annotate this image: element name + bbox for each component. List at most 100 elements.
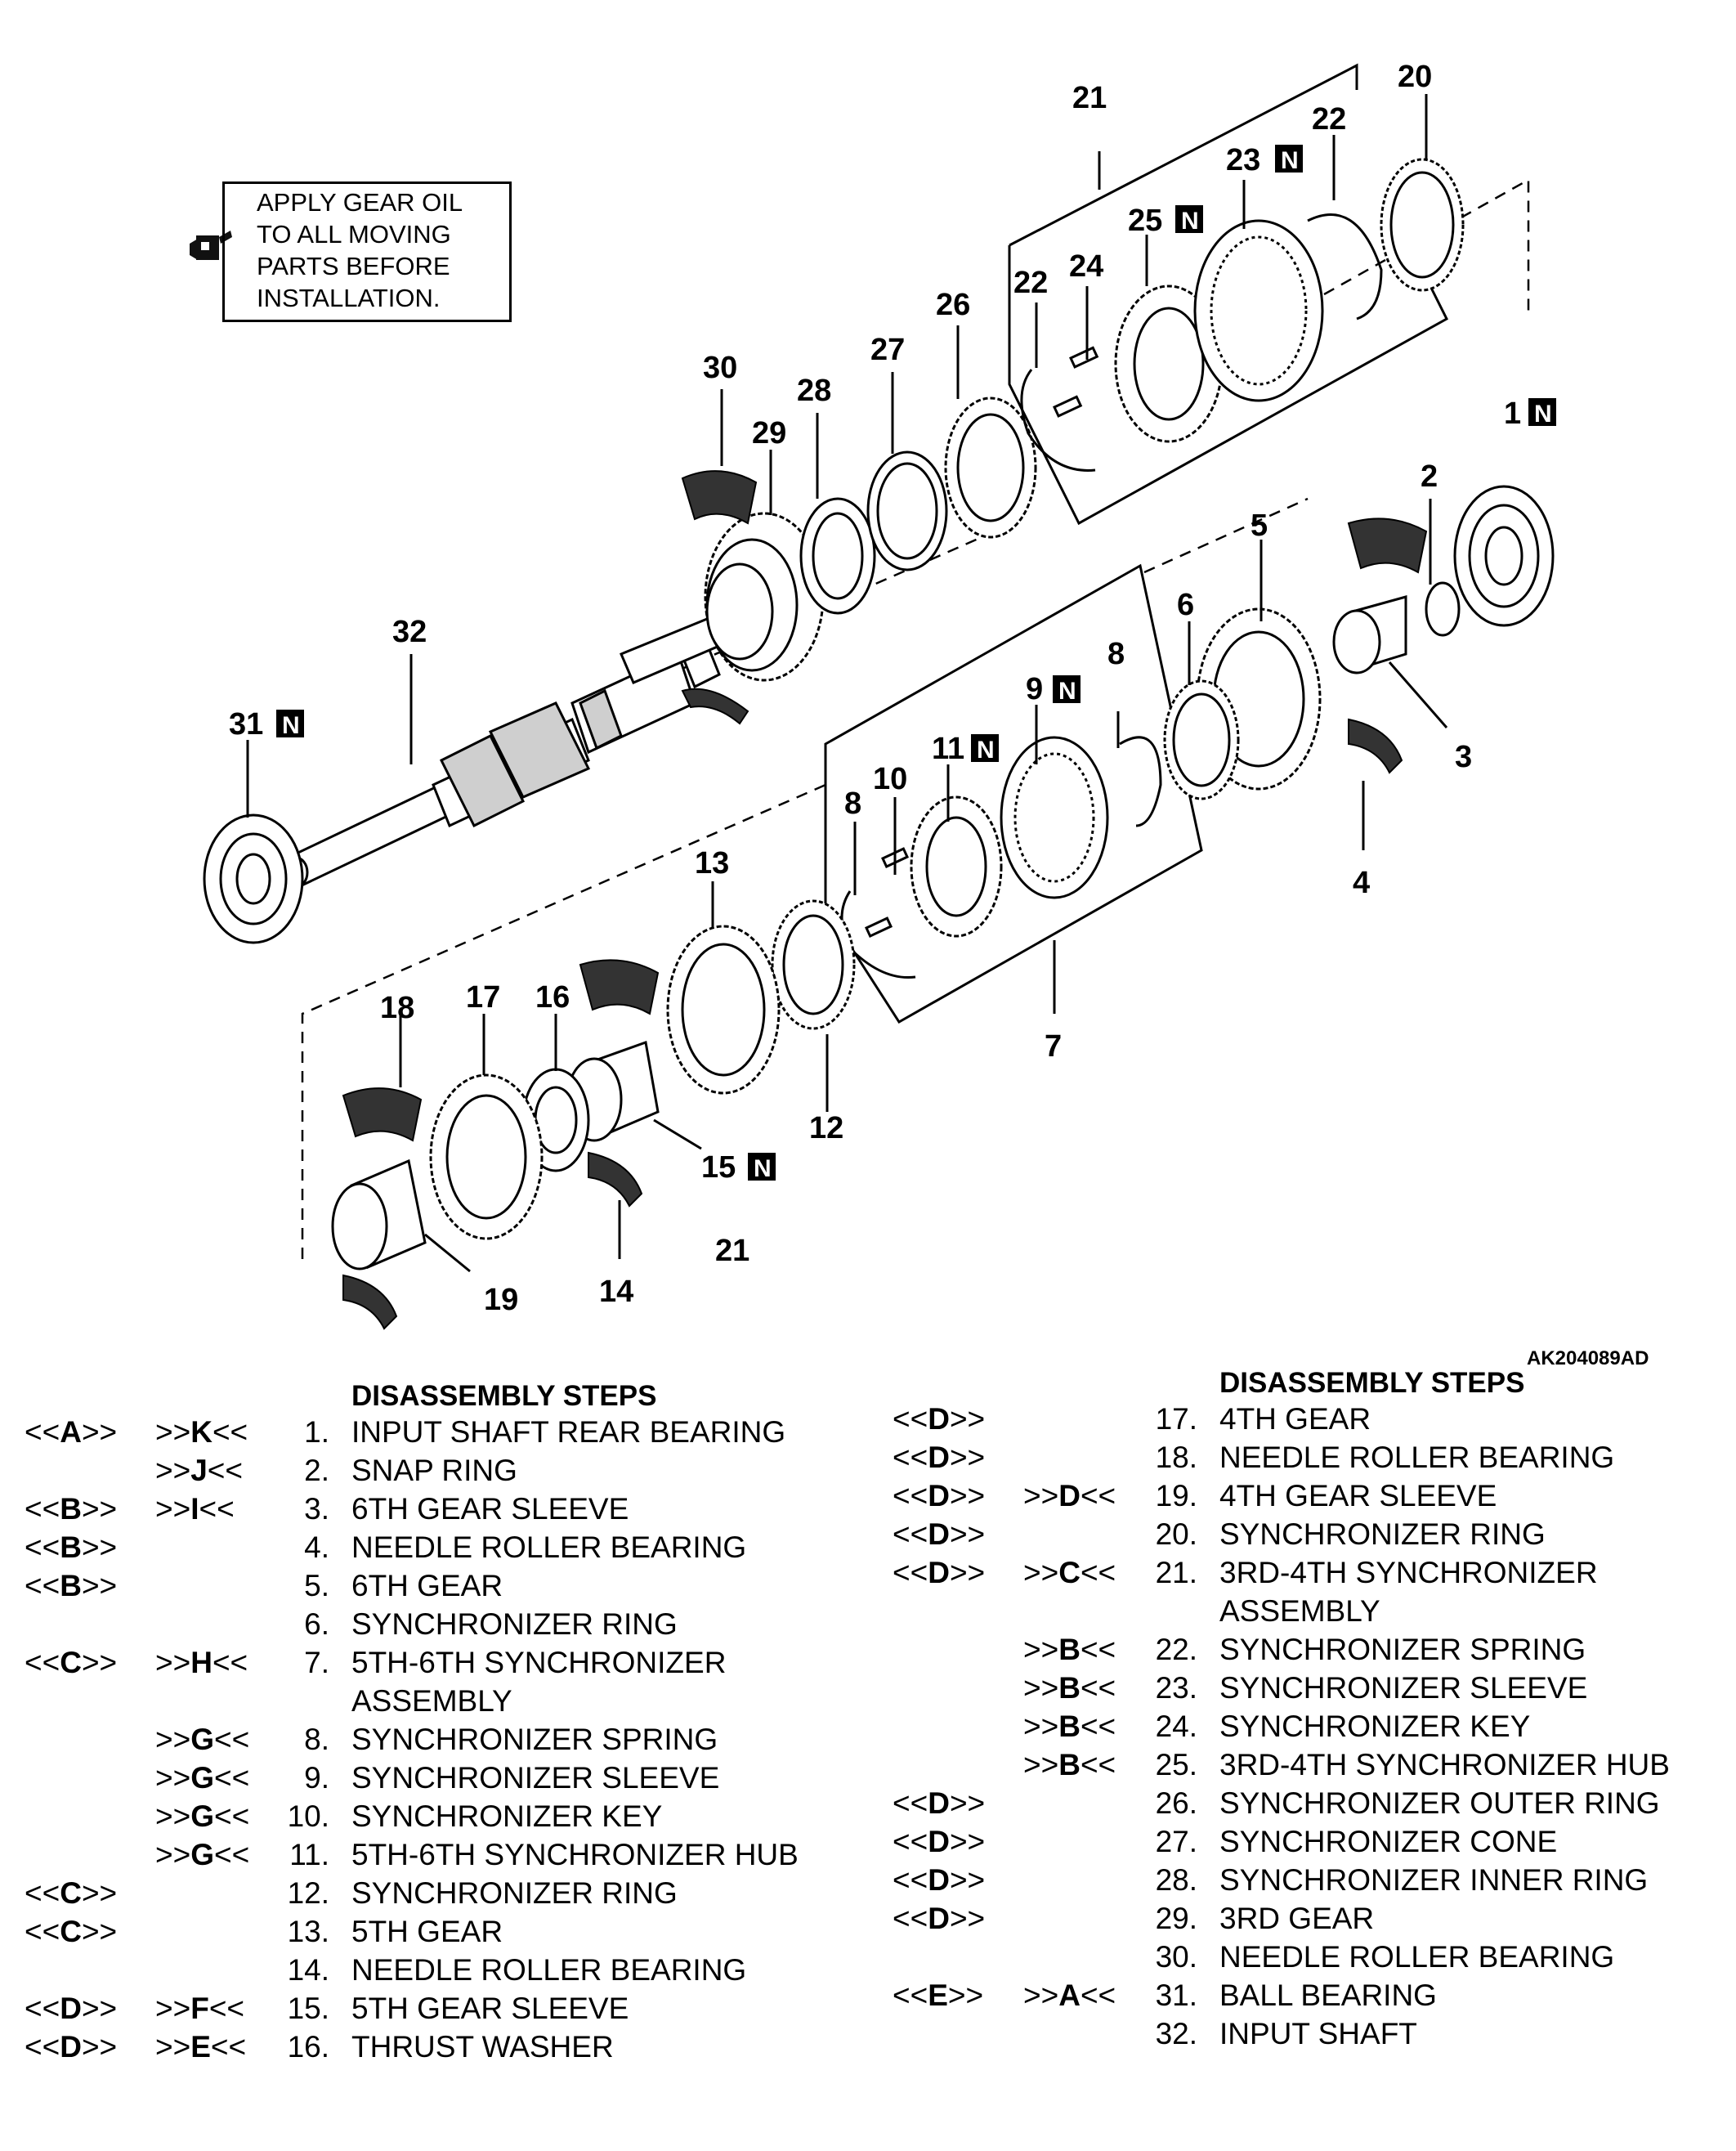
step-label: 5TH GEAR SLEEVE	[351, 1992, 629, 2025]
step-number: 14.	[287, 1953, 329, 1987]
callout-32: 32	[392, 615, 427, 649]
step-label: 3RD-4TH SYNCHRONIZER HUB	[1219, 1748, 1670, 1781]
step-row: >>J<<2.SNAP RING	[25, 1451, 875, 1490]
step-ref-a: <<B>>	[25, 1492, 118, 1526]
step-label: SYNCHRONIZER SLEEVE	[1219, 1671, 1588, 1705]
callout-23: 23	[1226, 143, 1260, 177]
step-ref-a: <<D>>	[893, 1479, 986, 1512]
step-ref-a: <<C>>	[25, 1915, 118, 1948]
step-label: THRUST WASHER	[351, 2030, 614, 2064]
oil-note-box	[222, 181, 512, 322]
callout-21b: 21	[715, 1234, 749, 1268]
fourth-gear-parts	[331, 1014, 702, 1273]
callout-23-badge: N	[1281, 147, 1299, 174]
figure-id: AK204089AD	[1527, 1347, 1649, 1369]
step-number: 30.	[1155, 1940, 1197, 1974]
step-number: 31.	[1155, 1978, 1197, 2012]
ball-bearing-31	[203, 740, 304, 944]
step-label: INPUT SHAFT	[1219, 2017, 1417, 2050]
callout-12: 12	[809, 1111, 843, 1145]
step-row: <<D>>28.SYNCHRONIZER INNER RING	[893, 1861, 1726, 1899]
step-number: 17.	[1155, 1402, 1197, 1436]
step-row: 32.INPUT SHAFT	[893, 2014, 1726, 2053]
step-label: SYNCHRONIZER SPRING	[1219, 1633, 1586, 1666]
step-number: 22.	[1155, 1633, 1197, 1666]
step-row: <<D>>>>D<<19.4TH GEAR SLEEVE	[893, 1477, 1726, 1515]
step-number: 16.	[287, 2030, 329, 2064]
steps-left-column: DISASSEMBLY STEPS <<A>>>>K<<1.INPUT SHAF…	[25, 1380, 875, 2066]
step-ref-b: >>I<<	[155, 1492, 235, 1526]
step-ref-a: <<D>>	[25, 2030, 118, 2064]
step-ref-a: <<D>>	[893, 1441, 986, 1474]
step-number: 6.	[304, 1607, 329, 1641]
step-number: 13.	[287, 1915, 329, 1948]
step-row: 30.NEEDLE ROLLER BEARING	[893, 1938, 1726, 1976]
assembly-7-outline	[824, 563, 1203, 1024]
step-number: 7.	[304, 1646, 329, 1679]
step-row: <<E>>>>A<<31.BALL BEARING	[893, 1976, 1726, 2014]
callout-13: 13	[695, 846, 729, 881]
step-label: 6TH GEAR	[351, 1569, 503, 1602]
step-ref-a: <<D>>	[25, 1992, 118, 2025]
callout-29: 29	[752, 416, 786, 450]
step-row: <<D>>>>C<<21.3RD-4TH SYNCHRONIZER ASSEMB…	[893, 1553, 1726, 1630]
step-label: 5TH-6TH SYNCHRONIZER HUB	[351, 1838, 799, 1871]
step-ref-a: <<A>>	[25, 1415, 118, 1449]
step-number: 20.	[1155, 1517, 1197, 1551]
callout-11: 11	[932, 732, 964, 766]
callout-11-badge: N	[977, 737, 995, 764]
fifth-gear	[666, 881, 856, 1112]
exploded-view-diagram: 20 21 22 23 N 25 N 22 24 26 27 28 30 29 …	[190, 60, 1556, 1330]
step-label: INPUT SHAFT REAR BEARING	[351, 1415, 786, 1449]
step-row: 14.NEEDLE ROLLER BEARING	[25, 1951, 875, 1989]
step-number: 25.	[1155, 1748, 1197, 1781]
step-ref-b: >>B<<	[1023, 1671, 1116, 1705]
step-ref-b: >>B<<	[1023, 1710, 1116, 1743]
input-shaft	[283, 615, 721, 890]
step-label: SYNCHRONIZER RING	[1219, 1517, 1546, 1551]
step-ref-a: <<D>>	[893, 1556, 986, 1589]
callout-10: 10	[873, 762, 907, 796]
step-ref-b: >>B<<	[1023, 1633, 1116, 1666]
step-number: 26.	[1155, 1786, 1197, 1820]
steps-right-column: DISASSEMBLY STEPS <<D>>17.4TH GEAR<<D>>1…	[893, 1367, 1726, 2053]
callout-21: 21	[1072, 81, 1107, 115]
step-number: 23.	[1155, 1671, 1197, 1705]
steps-right-list: <<D>>17.4TH GEAR<<D>>18.NEEDLE ROLLER BE…	[893, 1400, 1726, 2053]
callout-22: 22	[1312, 102, 1346, 137]
step-label: SYNCHRONIZER SPRING	[351, 1723, 718, 1756]
step-row: <<C>>>>H<<7.5TH-6TH SYNCHRONIZER ASSEMBL…	[25, 1643, 875, 1720]
step-ref-b: >>G<<	[155, 1838, 250, 1871]
callout-22b: 22	[1013, 266, 1048, 300]
step-row: <<D>>>>E<<16.THRUST WASHER	[25, 2028, 875, 2066]
step-label: 5TH-6TH SYNCHRONIZER ASSEMBLY	[351, 1646, 727, 1718]
callout-15-badge: N	[754, 1155, 772, 1182]
step-label: SYNCHRONIZER OUTER RING	[1219, 1786, 1660, 1820]
step-row: >>B<< 22. SYNCHRONIZER SPRING	[893, 1630, 1726, 1669]
step-label: 6TH GEAR SLEEVE	[351, 1492, 629, 1526]
step-label: BALL BEARING	[1219, 1978, 1437, 2012]
step-ref-a: <<D>>	[893, 1517, 986, 1551]
step-number: 24.	[1155, 1710, 1197, 1743]
step-row: <<B>>4.NEEDLE ROLLER BEARING	[25, 1528, 875, 1566]
callout-17: 17	[466, 980, 500, 1015]
callout-18: 18	[380, 991, 414, 1025]
callout-31: 31	[229, 707, 263, 742]
callout-15: 15	[701, 1150, 736, 1185]
sixth-gear	[1163, 540, 1322, 800]
callout-14: 14	[599, 1275, 633, 1309]
rear-bearing-parts	[1332, 485, 1555, 728]
step-label: NEEDLE ROLLER BEARING	[351, 1530, 747, 1564]
step-ref-a: <<D>>	[893, 1825, 986, 1858]
step-ref-b: >>A<<	[1023, 1978, 1116, 2012]
oil-note-text: APPLY GEAR OIL TO ALL MOVING PARTS BEFOR…	[257, 188, 463, 312]
third-gear	[704, 450, 825, 682]
step-number: 5.	[304, 1569, 329, 1602]
step-row: <<D>>27.SYNCHRONIZER CONE	[893, 1822, 1726, 1861]
step-row: <<D>>26.SYNCHRONIZER OUTER RING	[893, 1784, 1726, 1822]
step-ref-a: <<C>>	[25, 1876, 118, 1910]
step-number: 2.	[304, 1454, 329, 1487]
step-ref-b: >>D<<	[1023, 1479, 1116, 1512]
step-label: 4TH GEAR SLEEVE	[1219, 1479, 1497, 1512]
step-row: <<D>> 20. SYNCHRONIZER RING	[893, 1515, 1726, 1553]
